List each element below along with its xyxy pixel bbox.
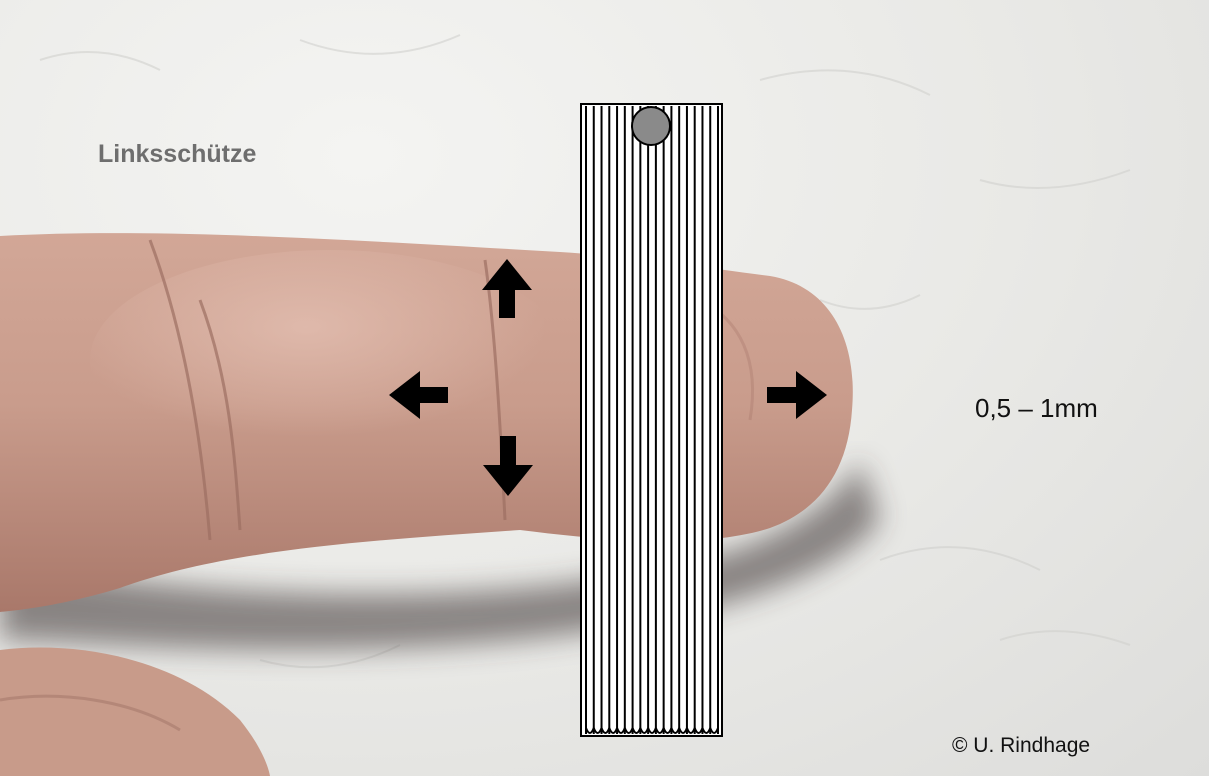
arrow-right-icon [767,371,827,419]
arrow-up-icon [482,259,532,318]
arrow-left-icon [389,371,448,419]
arrow-down-icon [483,436,533,496]
copyright-label: © U. Rindhage [952,734,1090,758]
caption-title: Linksschütze [98,140,256,169]
measurement-label: 0,5 – 1mm [975,393,1098,424]
